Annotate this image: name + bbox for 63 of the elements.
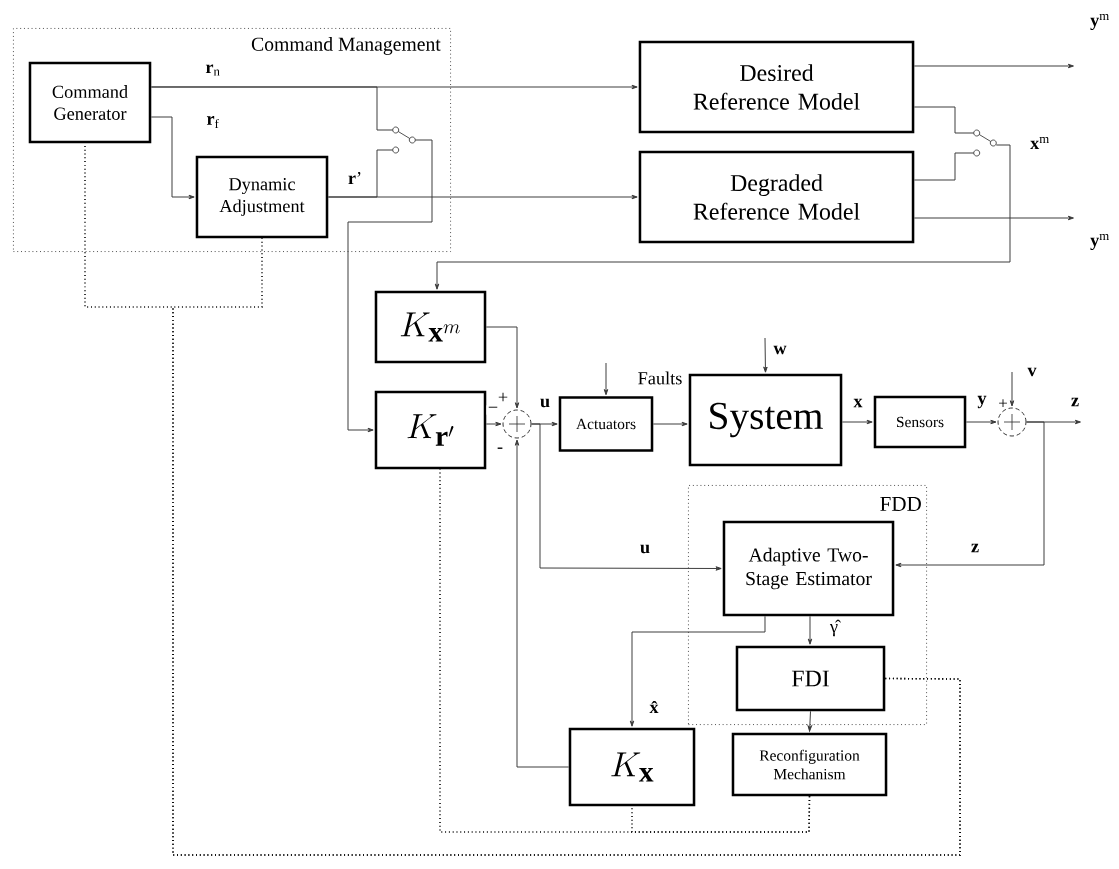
block-box: Desired Reference Model: [638, 40, 915, 134]
signal-label: z: [969, 542, 981, 554]
signal-label: Faults: [636, 370, 684, 386]
signal-label: u: [638, 543, 652, 555]
arrow: [807, 710, 813, 732]
connector-line: [913, 152, 975, 181]
summing-junction: [997, 407, 1027, 437]
connector-line: [631, 795, 811, 833]
arrow: [1009, 371, 1015, 407]
block-box: Command Generator: [28, 61, 152, 144]
block-box: Actuators: [558, 396, 654, 452]
block-box: FDI: [735, 645, 886, 712]
arrow: [531, 423, 722, 571]
sign-label: +: [999, 399, 1007, 408]
connector-line: [150, 86, 394, 131]
block-box: System: [688, 373, 843, 467]
arrow: [652, 421, 688, 427]
arrow: [347, 139, 433, 433]
signal-label: v: [1026, 366, 1038, 378]
signal-label: u: [538, 397, 552, 409]
arrow: [913, 215, 1074, 221]
signal-label: x̂: [648, 699, 660, 715]
signal-label: y: [976, 394, 988, 410]
connector-line: [172, 237, 961, 856]
signal-label: y$^{m}$: [1088, 12, 1112, 32]
arrow: [965, 419, 997, 425]
block-box: Reconfiguration Mechanism: [731, 732, 888, 797]
arrow: [485, 326, 520, 409]
block-box: $K_{\mathbf{r}'}$: [374, 390, 487, 470]
block-box: Dynamic Adjustment: [195, 155, 329, 239]
signal-label: y$^{m}$: [1088, 232, 1112, 252]
signal-label: r$_{f}$: [205, 114, 221, 130]
arrow: [150, 116, 195, 200]
block-box: Adaptive Two-Stage Estimator: [722, 520, 895, 617]
block-box: $K_{\mathbf{x}}$: [568, 727, 696, 807]
summing-junction: [502, 409, 532, 439]
arrow: [913, 63, 1074, 69]
arrow: [603, 362, 609, 396]
arrow: [807, 615, 813, 645]
block-box: Sensors: [873, 395, 967, 449]
connector-line: [913, 106, 975, 134]
signal-label: +: [496, 391, 510, 405]
signal-label: z: [1069, 396, 1081, 408]
block-box: $K_{\mathbf{x}^m}$: [374, 290, 487, 364]
signal-label: w: [772, 344, 788, 356]
connector-line: [327, 149, 394, 198]
signal-label: r’: [346, 170, 364, 186]
arrow: [485, 421, 502, 427]
signal-label: r$_{n}$: [204, 63, 222, 77]
signal-label: γ̂: [828, 618, 841, 638]
arrow: [841, 419, 873, 425]
switch-symbol: [392, 126, 416, 154]
arrow: [514, 439, 570, 768]
arrow: [895, 421, 1045, 568]
arrow: [629, 615, 766, 727]
signal-label: -: [495, 446, 505, 454]
signal-label: x: [852, 397, 864, 409]
signal-label: −: [486, 405, 500, 415]
block-box: Degraded Reference Model: [638, 150, 915, 244]
arrow: [434, 144, 1011, 290]
arrow: [763, 337, 768, 373]
signal-label: x$^{m}$: [1028, 135, 1052, 151]
switch-symbol: [973, 129, 997, 157]
